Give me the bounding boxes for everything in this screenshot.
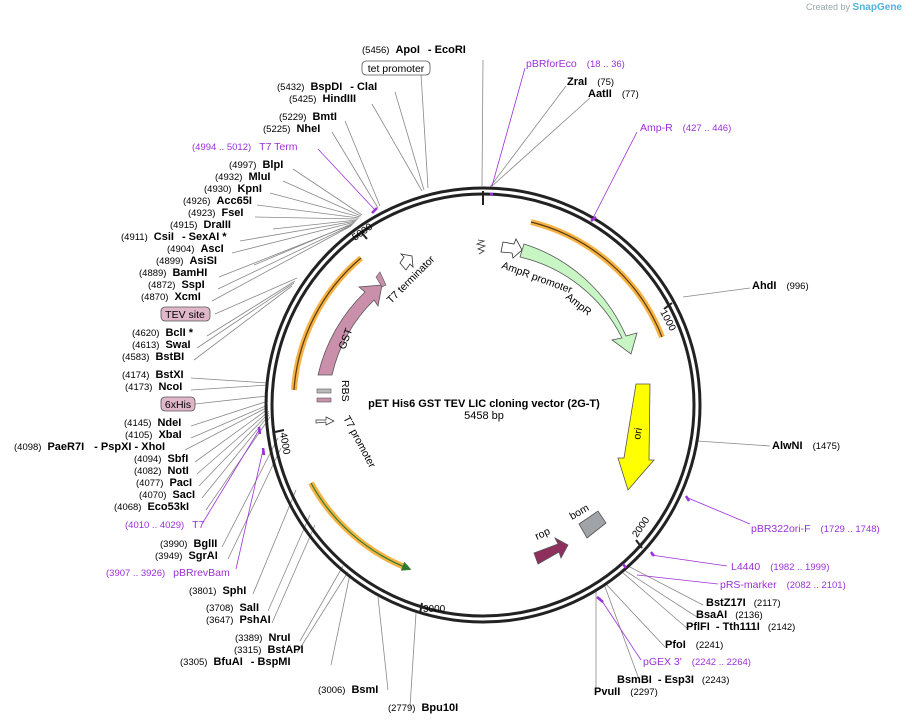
primer-t7: (4010 .. 4029)T7 [125,519,205,531]
his-tag-box: 6xHis [160,396,196,412]
t7-promoter: T7 promoter [315,414,378,471]
site-xcmi: (4870)XcmI [141,291,201,303]
site-bamhi: (4889)BamHI [139,267,207,279]
site-ncoi: (4173)NcoI [125,381,182,393]
site-sbfi: (4094)SbfI [134,453,188,465]
site-mlui: (4932)MluI [215,171,270,183]
primer-leader-lines [201,67,751,661]
leader-lines [184,59,771,708]
restriction-sites: (5456)ApoI- EcoRI (5432)BspDI- ClaI (542… [14,44,840,714]
site-bsmbi: BsmBI- Esp3I(2243) [617,674,729,686]
site-apoi: (5456)ApoI- EcoRI [362,44,466,56]
site-bsaai: BsaAI(2136) [696,609,763,621]
tev-site-marker [375,271,387,288]
site-acc65i: (4926)Acc65I [183,195,252,207]
site-bcli: (4620)BclI * [132,327,194,339]
ampr-label: AmpR [563,291,594,319]
site-asisi: (4899)AsiSI [156,255,217,267]
site-sphi: (3801)SphI [189,585,246,597]
tet-promoter-label: tet promoter [368,63,425,75]
site-bglii: (3990)BglII [160,538,217,550]
orf-arcs-inner [293,221,663,571]
tick-4000: 4000 [277,432,292,456]
site-zrai: ZraI(75) [567,76,614,88]
site-bsmi: (3006)BsmI [318,684,378,696]
site-pshai: (3647)PshAI [206,614,271,626]
site-bpu10i: (2779)Bpu10I [388,702,458,714]
site-sali: (3708)SalI [206,602,259,614]
primer-marks [257,192,691,603]
primer-l4440: L4440(1982 .. 1999) [731,561,829,573]
his-tag-label: 6xHis [165,399,191,411]
site-xbai: (4105)XbaI [125,429,182,441]
snapgene-credit: Created by SnapGene [806,2,902,13]
site-nrui: (3389)NruI [235,632,290,644]
tick-marks [274,191,673,614]
site-alwni: AlwNI(1475) [772,440,840,452]
rop-feature: rop [533,525,569,565]
primer-amp-r: Amp-R(427 .. 446) [640,122,731,134]
tick-3000: 3000 [423,604,446,615]
site-paer7i: (4098)PaeR7I- PspXI - XhoI [14,441,165,453]
rbs-feature: RBS [316,380,351,403]
bom-feature: bom [568,502,607,539]
tev-site-box: TEV site [160,306,211,322]
site-hindiii: (5425)HindIII [289,93,356,105]
site-pflfi: PflFI- Tth111I(2142) [686,621,795,633]
snapgene-logo: SnapGene [852,2,902,13]
site-asci: (4904)AscI [167,243,224,255]
site-blpi: (4997)BlpI [229,159,283,171]
t7-terminator: T7 terminator [385,253,438,306]
site-ahdi: AhdI(996) [752,280,809,292]
primer-t7-term: (4994 .. 5012)T7 Term [192,141,298,153]
operator-glyph [475,239,487,255]
site-bfuai: (3305)BfuAI- BspMI [180,656,291,668]
site-bstbi: (4583)BstBI [122,351,184,363]
site-saci: (4070)SacI [139,489,195,501]
site-fsei: (4923)FseI [188,207,243,219]
tet-promoter-box: tet promoter [361,60,431,76]
primer-pgex3: pGEX 3'(2242 .. 2264) [643,656,751,668]
ori-label: ori [631,427,645,441]
site-draiii: (4915)DraIII [170,219,231,231]
primer-labels: pBRforEco(18 .. 36) Amp-R(427 .. 446) pB… [106,58,880,668]
site-kpni: (4930)KpnI [204,183,262,195]
site-pfoi: PfoI(2241) [665,639,723,651]
plasmid-name: pET His6 GST TEV LIC cloning vector (2G-… [368,398,600,410]
primer-pbrrevbam: (3907 .. 3926)pBRrevBam [106,567,230,579]
site-bstxi: (4174)BstXI [122,369,184,381]
site-bstz17i: BstZ17I(2117) [706,597,781,609]
site-paci: (4077)PacI [136,477,192,489]
primer-pbrforeco: pBRforEco(18 .. 36) [526,58,625,70]
site-bmti: (5229)BmtI [279,111,337,123]
t7-promoter-label: T7 promoter [340,414,378,471]
ampr-feature: AmpR [519,243,638,355]
site-ndei: (4145)NdeI [124,417,181,429]
site-bstapi: (3315)BstAPI [234,644,304,656]
site-eco53ki: (4068)Eco53kI [114,501,189,513]
site-csii: (4911)CsiI- SexAI * [121,231,227,243]
site-sspi: (4872)SspI [148,279,205,291]
site-swai: (4613)SwaI [132,339,191,351]
site-nhei: (5225)NheI [263,123,320,135]
tev-site-label: TEV site [165,309,205,321]
site-pvuii: PvuII(2297) [594,686,658,698]
rop-label: rop [533,525,552,542]
primer-pbr322ori-f: pBR322ori-F(1729 .. 1748) [751,523,880,535]
site-noti: (4082)NotI [134,465,189,477]
rbs-label: RBS [339,380,351,402]
plasmid-length: 5458 bp [464,410,504,422]
ori-feature: ori [617,383,655,491]
credit-prefix: Created by [805,2,851,12]
primer-prs-marker: pRS-marker(2082 .. 2101) [720,579,846,591]
site-aatii: AatII(77) [588,88,639,100]
site-sgrai: (3949)SgrAI [155,550,218,562]
site-bspdi: (5432)BspDI- ClaI [277,81,377,93]
